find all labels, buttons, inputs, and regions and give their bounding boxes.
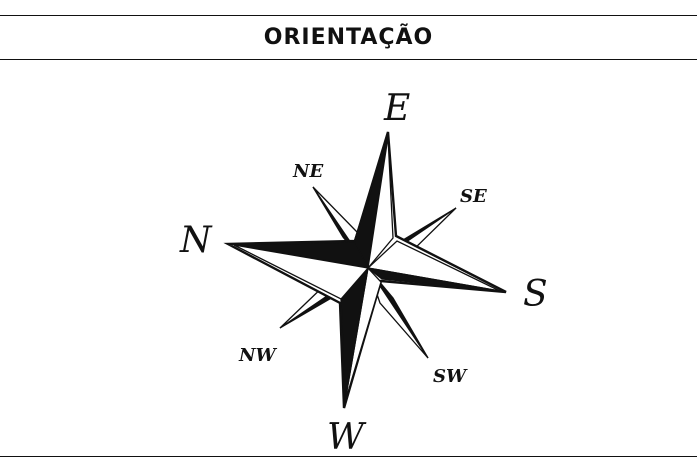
label-s: S: [523, 274, 548, 315]
label-n: N: [179, 220, 213, 261]
label-nw: NW: [238, 345, 277, 366]
label-ne: NE: [292, 161, 323, 182]
label-se: SE: [460, 186, 487, 207]
label-w: W: [327, 417, 367, 458]
label-sw: SW: [433, 366, 468, 387]
label-e: E: [383, 88, 410, 129]
